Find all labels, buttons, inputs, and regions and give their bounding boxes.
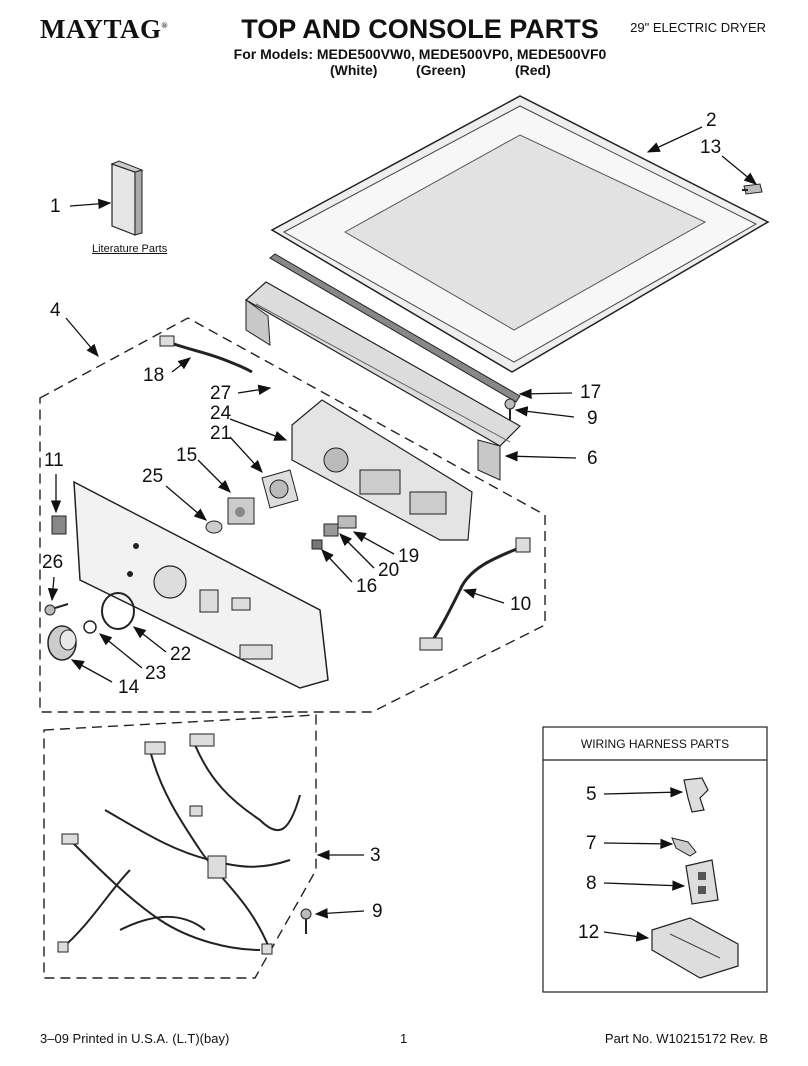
console-assembly-outline xyxy=(39,317,546,713)
harness-parts-title: WIRING HARNESS PARTS xyxy=(580,737,730,751)
screw-9-upper xyxy=(504,398,516,420)
page-title: TOP AND CONSOLE PARTS xyxy=(241,14,599,44)
page-number: 1 xyxy=(400,1031,408,1046)
harness-18 xyxy=(167,340,253,374)
callout-4: 4 xyxy=(50,300,61,321)
screw-13 xyxy=(742,183,763,195)
callout-24: 24 xyxy=(210,403,232,424)
callout-13: 13 xyxy=(700,137,722,158)
screw-9-lower xyxy=(300,908,312,934)
control-board xyxy=(291,399,473,541)
callout-21: 21 xyxy=(210,423,232,444)
button-16 xyxy=(311,539,323,550)
knob-14 xyxy=(47,625,77,661)
console-bracket xyxy=(244,281,521,481)
connector-8 xyxy=(685,859,719,905)
callout-17: 17 xyxy=(580,382,602,403)
ring-22 xyxy=(101,592,135,630)
callout-7: 7 xyxy=(586,833,597,854)
callout-5: 5 xyxy=(586,784,597,805)
encoder-21 xyxy=(261,469,299,509)
print-info: 3–09 Printed in U.S.A. (L.T)(bay) xyxy=(40,1031,230,1046)
callout-11: 11 xyxy=(44,450,64,471)
callout-27: 27 xyxy=(210,383,232,404)
literature-parts-label: Literature Parts xyxy=(92,243,168,255)
harness-10 xyxy=(428,544,525,645)
callout-6: 6 xyxy=(587,448,598,469)
connector-12 xyxy=(651,917,739,979)
callout-19: 19 xyxy=(398,546,420,567)
console-panel xyxy=(73,480,329,689)
callout-3: 3 xyxy=(370,845,381,866)
switch-15 xyxy=(227,497,255,525)
spring-23 xyxy=(83,620,97,634)
terminal-7 xyxy=(671,837,697,857)
callout-12: 12 xyxy=(578,922,600,943)
harness-connectors xyxy=(57,733,273,955)
callout-20: 20 xyxy=(378,560,400,581)
registered-mark: ® xyxy=(161,21,168,30)
callout-8: 8 xyxy=(586,873,597,894)
harness-parts-box xyxy=(542,726,768,993)
callout-10: 10 xyxy=(510,594,532,615)
callout-22: 22 xyxy=(170,644,192,665)
callout-14: 14 xyxy=(118,677,140,698)
top-panel xyxy=(270,95,770,373)
callout-23: 23 xyxy=(145,663,167,684)
lamp-11 xyxy=(51,515,67,535)
callout-16: 16 xyxy=(356,576,378,597)
brand-logo: MAYTAG® xyxy=(40,14,168,44)
color-green: (Green) xyxy=(416,62,466,78)
callout-9-upper: 9 xyxy=(587,408,598,429)
models-line: For Models: MEDE500VW0, MEDE500VP0, MEDE… xyxy=(233,46,607,62)
callout-18: 18 xyxy=(143,365,165,386)
callout-25: 25 xyxy=(142,466,164,487)
callout-15: 15 xyxy=(176,445,198,466)
main-harness xyxy=(59,744,301,951)
literature-book xyxy=(110,160,144,236)
color-red: (Red) xyxy=(515,62,551,78)
clip-5 xyxy=(683,777,709,813)
main-harness-outline xyxy=(43,714,317,979)
leader-lines xyxy=(47,126,758,942)
button-19 xyxy=(337,515,357,529)
color-white: (White) xyxy=(330,62,378,78)
part-number: Part No. W10215172 Rev. B xyxy=(604,1031,768,1046)
callout-26: 26 xyxy=(42,552,64,573)
callout-2: 2 xyxy=(706,110,717,131)
callout-1: 1 xyxy=(50,196,61,217)
screw-26 xyxy=(44,603,69,616)
product-type: 29" ELECTRIC DRYER xyxy=(630,20,766,35)
button-20 xyxy=(323,523,339,537)
disc-25 xyxy=(205,520,223,534)
callout-9-lower: 9 xyxy=(372,901,383,922)
